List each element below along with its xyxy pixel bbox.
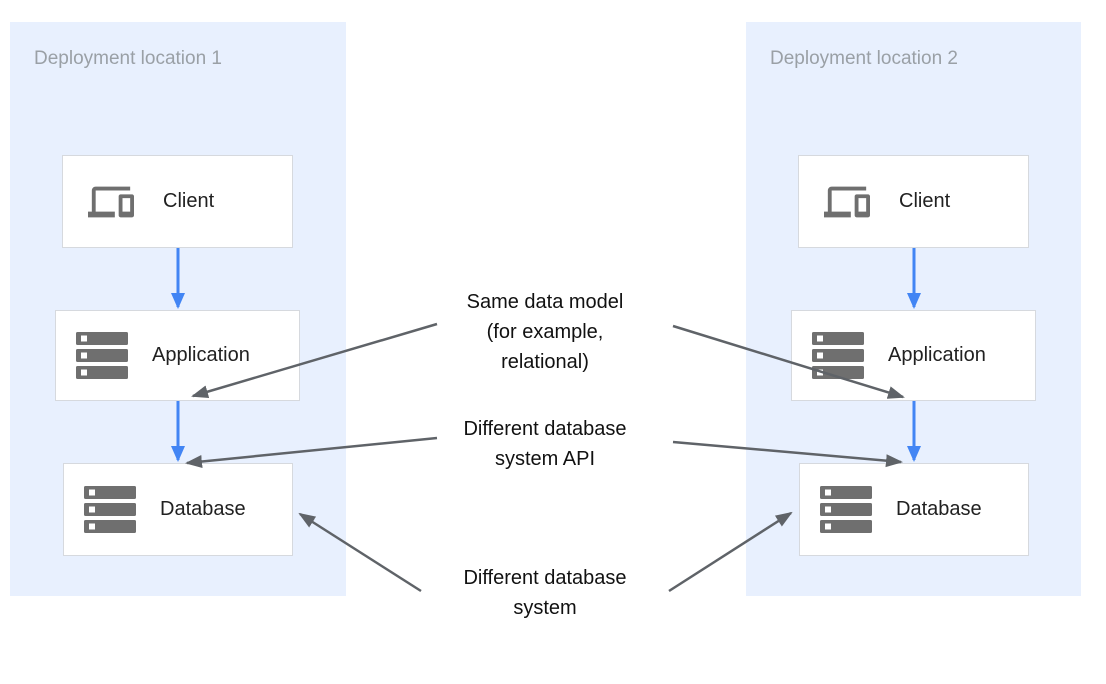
node-label: Application — [152, 344, 250, 366]
annotation-different-db-system: Different database system — [420, 563, 670, 623]
client-node-left: Client — [62, 155, 293, 248]
devices-icon — [83, 179, 139, 225]
region-label: Deployment location 2 — [770, 48, 958, 69]
annotation-line: system API — [494, 448, 596, 470]
client-node-right: Client — [798, 155, 1029, 248]
server-stack-icon — [76, 332, 128, 379]
annotation-same-data-model: Same data model (for example, relational… — [420, 287, 670, 377]
annotation-line: Same data model — [466, 291, 624, 313]
database-node-right: Database — [799, 463, 1029, 556]
node-label: Database — [896, 498, 982, 520]
deployment-location-2-region: Deployment location 2 Client Application — [746, 22, 1081, 596]
server-stack-icon — [84, 486, 136, 533]
server-stack-icon — [820, 486, 872, 533]
annotation-line: Different database — [463, 567, 627, 589]
annotation-line: Different database — [463, 418, 627, 440]
node-label: Application — [888, 344, 986, 366]
node-label: Client — [163, 190, 215, 212]
annotation-different-db-api: Different database system API — [420, 414, 670, 474]
deployment-location-1-region: Deployment location 1 Client Application — [10, 22, 346, 596]
application-node-left: Application — [55, 310, 300, 401]
application-node-right: Application — [791, 310, 1036, 401]
annotation-line: relational) — [501, 351, 589, 373]
devices-icon — [819, 179, 875, 225]
database-node-left: Database — [63, 463, 293, 556]
annotation-line: system — [513, 597, 577, 619]
server-stack-icon — [812, 332, 864, 379]
node-label: Database — [160, 498, 246, 520]
node-label: Client — [899, 190, 951, 212]
annotation-line: (for example, — [486, 321, 604, 343]
region-label: Deployment location 1 — [34, 48, 222, 69]
